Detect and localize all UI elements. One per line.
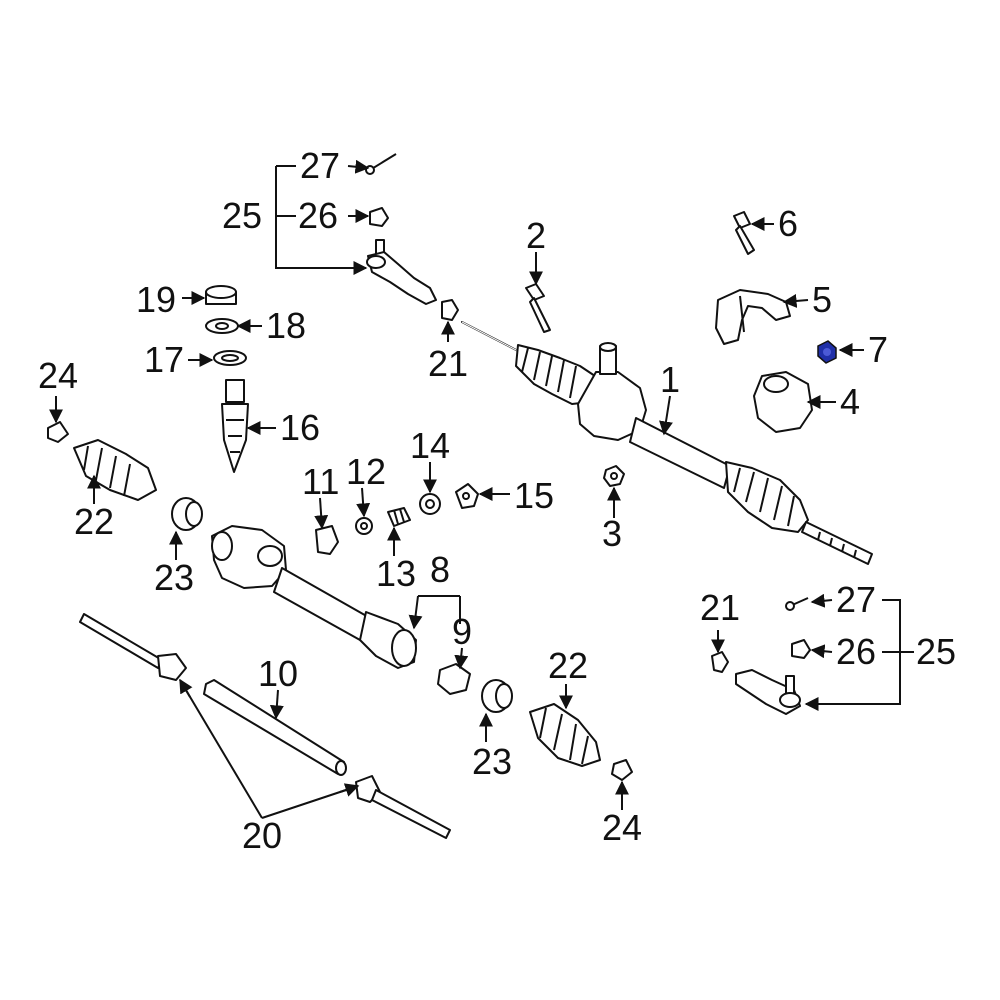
highlighted-nut-part[interactable] — [817, 340, 837, 364]
pinion-shaft-part — [221, 379, 249, 473]
label-24-right: 24 — [602, 807, 642, 848]
label-17: 17 — [144, 339, 184, 380]
tie-rods-part — [79, 613, 451, 839]
bracket-part — [715, 289, 791, 345]
small-parts — [203, 483, 479, 776]
cotter-pins-part — [365, 153, 809, 611]
label-15: 15 — [514, 475, 554, 516]
nuts-part — [441, 299, 729, 673]
rack-assembly-part — [461, 321, 873, 565]
label-11: 11 — [302, 461, 339, 502]
label-9: 9 — [452, 611, 472, 652]
label-22-left: 22 — [74, 501, 114, 542]
leader-lines — [49, 159, 914, 819]
clamps-part — [171, 497, 513, 713]
label-21-right: 21 — [700, 587, 740, 628]
label-5: 5 — [812, 279, 832, 320]
label-26-right: 26 — [836, 631, 876, 672]
label-14: 14 — [410, 425, 450, 466]
label-26-left: 26 — [298, 195, 338, 236]
washers-part — [205, 285, 247, 366]
label-23-left: 23 — [154, 557, 194, 598]
label-3: 3 — [602, 513, 622, 554]
label-1: 1 — [660, 359, 680, 400]
bolt-part — [525, 283, 551, 333]
label-25-right: 25 — [916, 631, 956, 672]
label-6: 6 — [778, 203, 798, 244]
castle-nuts-part — [369, 207, 811, 659]
bolt-small-part — [733, 211, 755, 255]
label-27-left: 27 — [300, 145, 340, 186]
nut-part — [603, 465, 625, 487]
callout-labels: 1 2 3 4 5 6 7 8 9 10 11 12 13 14 15 16 1… — [38, 145, 956, 856]
label-21-top: 21 — [428, 343, 468, 384]
label-20: 20 — [242, 815, 282, 856]
bushing-part — [753, 371, 813, 433]
label-22-right: 22 — [548, 645, 588, 686]
label-12: 12 — [346, 451, 386, 492]
label-8: 8 — [430, 549, 450, 590]
label-25-left: 25 — [222, 195, 262, 236]
label-18: 18 — [266, 305, 306, 346]
label-23-right: 23 — [472, 741, 512, 782]
rack-housing-part — [211, 525, 417, 669]
tie-rod-ends-part — [366, 239, 801, 715]
small-clamps-part — [47, 421, 633, 781]
label-2: 2 — [526, 215, 546, 256]
label-7: 7 — [868, 329, 888, 370]
label-13: 13 — [376, 553, 416, 594]
label-10: 10 — [258, 653, 298, 694]
label-16: 16 — [280, 407, 320, 448]
label-4: 4 — [840, 381, 860, 422]
label-24-left: 24 — [38, 355, 78, 396]
label-19: 19 — [136, 279, 176, 320]
label-27-right: 27 — [836, 579, 876, 620]
